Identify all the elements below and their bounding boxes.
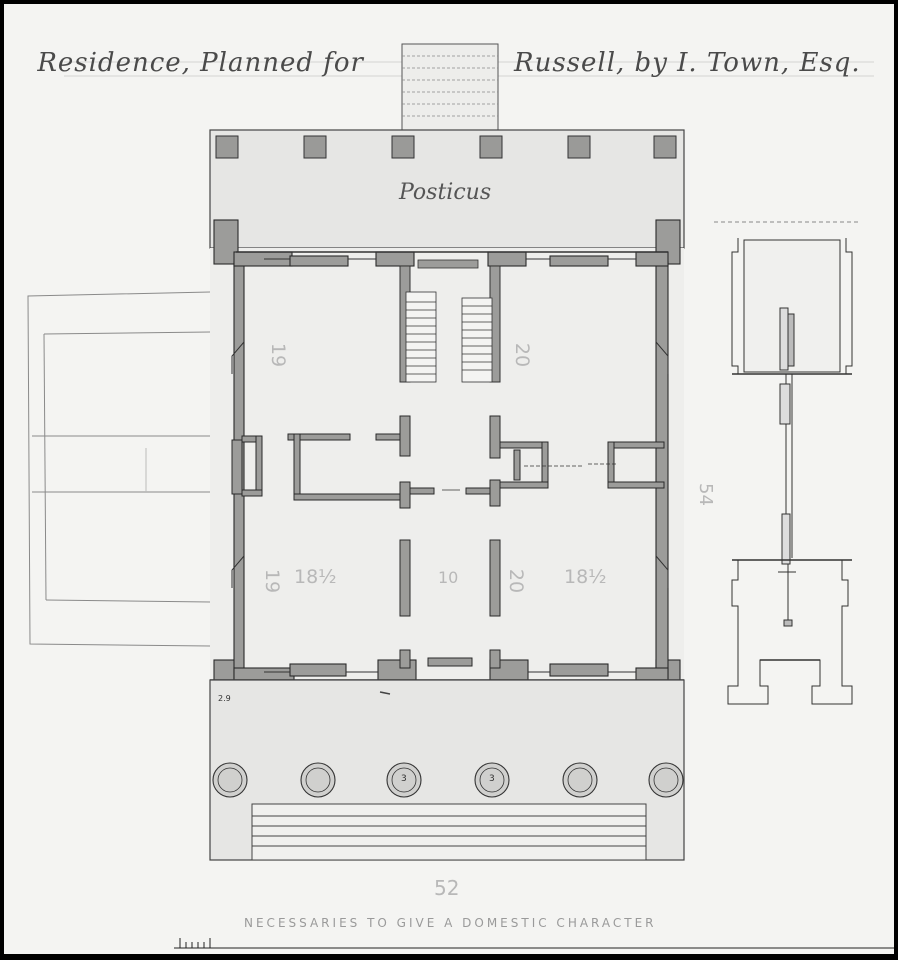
pencil-mark <box>379 691 391 695</box>
left-wing-outline <box>27 291 211 647</box>
scale-bar <box>174 938 894 949</box>
room-dim-front-left-width: 19 <box>261 568 284 594</box>
title-part-2: Russell, by I. Town, Esq. <box>514 48 861 78</box>
title-part-1: Residence, Planned for <box>37 48 364 78</box>
column-number: 3 <box>401 774 407 784</box>
staircases <box>399 259 501 383</box>
interior-wall-lines <box>442 463 616 491</box>
section-elevation <box>714 221 860 705</box>
room-dim-rear-right: 20 <box>511 342 534 368</box>
interior-walls <box>231 415 665 669</box>
rear-portico <box>209 129 685 249</box>
room-dim-front-right-depth: 18½ <box>564 566 607 588</box>
drawing-title: Residence, Planned for Russell, by I. Tow… <box>4 48 894 78</box>
fireplaces <box>231 341 669 588</box>
room-dim-rear-left: 19 <box>267 342 290 368</box>
corner-mark: 2.9 <box>218 694 231 703</box>
room-dim-front-left-depth: 18½ <box>294 566 337 588</box>
main-floor <box>210 248 684 680</box>
bottom-caption: NECESSARIES TO GIVE A DOMESTIC CHARACTER <box>244 916 657 930</box>
column-number: 3 <box>489 774 495 784</box>
drawing-sheet: Residence, Planned for Russell, by I. Tow… <box>4 4 894 954</box>
rear-steps <box>401 43 499 131</box>
room-dim-front-right-width: 20 <box>505 568 528 594</box>
side-dimension: 54 <box>694 483 716 506</box>
front-steps <box>251 803 647 861</box>
floor-plan <box>27 43 894 949</box>
posticus-label: Posticus <box>399 180 492 205</box>
front-dimension: 52 <box>434 876 460 900</box>
room-dim-hall: 10 <box>438 568 459 587</box>
